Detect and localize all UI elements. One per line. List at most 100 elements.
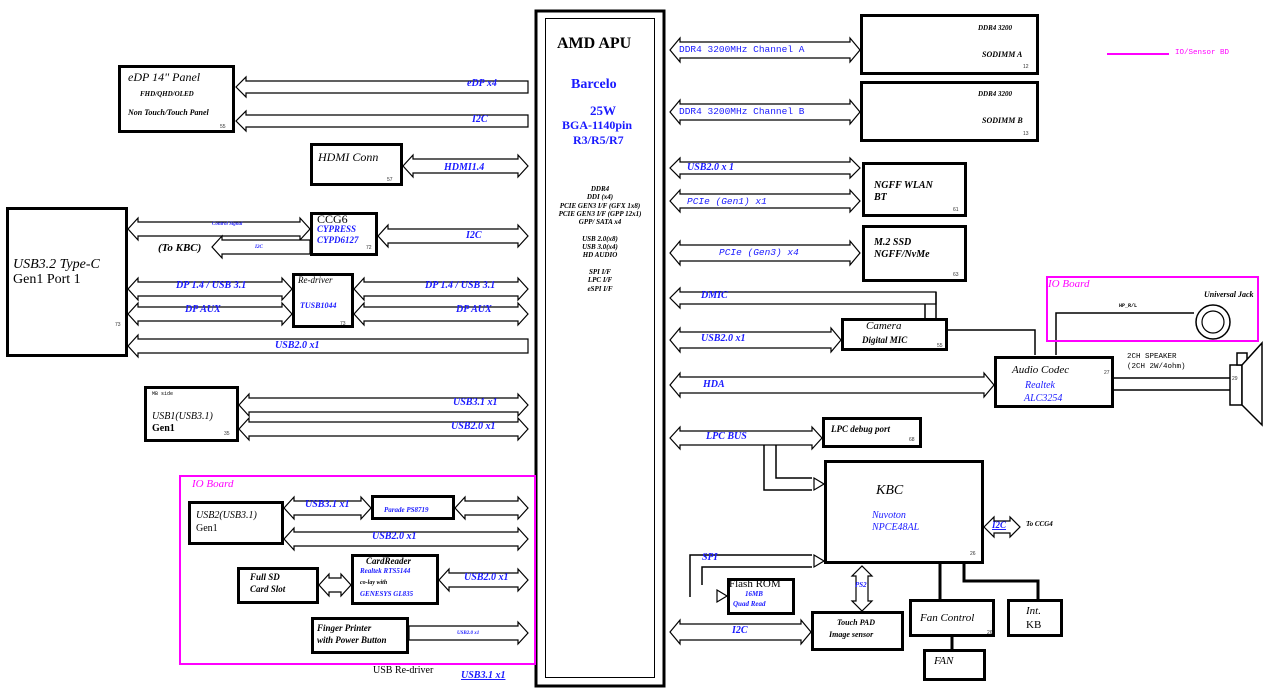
lpc-debug-block <box>822 417 922 448</box>
page-ref: 26 <box>987 630 993 636</box>
wlan-block <box>862 162 967 217</box>
ssd-block <box>862 225 967 282</box>
bus-label-usb1-20: USB2.0 x1 <box>451 421 496 432</box>
sodimm-b-name: SODIMM B <box>982 116 1023 125</box>
cardreader-part2: GENESYS GL835 <box>360 590 414 598</box>
hdmi-title: HDMI Conn <box>318 150 379 164</box>
page-ref: 12 <box>1023 64 1029 70</box>
apu-feature: LPC I/F <box>587 276 613 285</box>
page-ref: 61 <box>953 207 959 213</box>
finger-title2: with Power Button <box>317 635 387 645</box>
bus-arrow-tp-i2c <box>669 618 812 646</box>
bus-label-cardreader: USB2.0 x1 <box>464 572 509 583</box>
bus-label-redriver-usb31: USB3.1 x1 <box>461 670 506 681</box>
to-ccg4-label: To CCG4 <box>1026 520 1053 528</box>
bus-label-wlan-usb: USB2.0 x 1 <box>687 162 734 173</box>
bus-arrow-hdmi <box>402 153 529 179</box>
apu-feature: HD AUDIO <box>582 251 618 260</box>
int-kb-block <box>1007 599 1063 637</box>
bus-label-hdmi: HDMI1.4 <box>444 162 485 173</box>
page-ref: 72 <box>366 245 372 251</box>
apu-feature: USB 2.0(x8) <box>582 234 618 243</box>
usb1-note: MB side <box>152 391 174 397</box>
bus-label-kbc-i2c: I2C <box>992 520 1007 530</box>
sodimm-a-speed: DDR4 3200 <box>978 24 1013 32</box>
apu-feature: GPP/ SATA x4 <box>578 218 622 227</box>
page-ref: 73 <box>115 322 121 328</box>
bus-label-dp-right: DP 1.4 / USB 3.1 <box>425 280 496 291</box>
bus-arrow-ddr-a <box>669 36 861 64</box>
usb2-title: USB2(USB3.1) <box>196 510 257 521</box>
universal-jack-label: Universal Jack <box>1204 290 1254 299</box>
sd-title: Full SD <box>250 572 280 582</box>
bus-arrow-aux-left <box>127 301 293 327</box>
arrowhead-spi-kbc <box>813 553 826 569</box>
apu-feature: SPI I/F <box>589 267 611 276</box>
arrowhead-lpc-kbc <box>813 476 826 492</box>
hdmi-block <box>310 143 403 186</box>
flash-rom-block <box>727 578 795 615</box>
touchpad-title2: Image sensor <box>829 630 874 639</box>
ccg-part: CYPD6127 <box>317 235 359 245</box>
usb1-block <box>144 386 239 442</box>
cardreader-title: CardReader <box>366 556 411 566</box>
apu-feature <box>547 260 653 268</box>
typec-title2: Gen1 Port 1 <box>13 272 81 287</box>
io-board-label-left: IO Board <box>192 478 234 490</box>
intkb-title2: KB <box>1026 619 1042 631</box>
wlan-title2: BT <box>874 192 887 203</box>
bus-arrow-usb2-20 <box>283 526 529 552</box>
apu-tdp: 25W <box>590 103 616 118</box>
bus-arrow-edp-i2c <box>235 109 529 133</box>
bus-label-edp-i2c: I2C <box>472 114 488 125</box>
redriver-part: TUSB1044 <box>300 301 337 310</box>
codec-vendor: Realtek <box>1025 380 1055 391</box>
bus-arrow-wlan-pcie <box>669 188 861 214</box>
ccg-vendor: CYPRESS <box>317 224 357 234</box>
apu-codename: Barcelo <box>571 77 617 92</box>
edp-subtitle2: Non Touch/Touch Panel <box>128 108 209 117</box>
bus-arrow-usb1-20 <box>238 416 529 442</box>
page-ref: 68 <box>909 437 915 443</box>
bus-arrow-dp-left <box>127 276 293 302</box>
camera-title2: Digital MIC <box>862 335 908 345</box>
apu-feature <box>547 226 653 234</box>
usb-redriver-note: USB Re-driver <box>373 665 434 676</box>
bus-label-dp-left: DP 1.4 / USB 3.1 <box>176 280 247 291</box>
kbc-title: KBC <box>876 483 904 498</box>
bus-label-spi: SPI <box>702 552 718 563</box>
bus-label-usb2-20: USB2.0 x1 <box>372 531 417 542</box>
bus-arrow-kbc-i2c <box>983 515 1021 539</box>
page-ref: 55 <box>220 124 226 130</box>
bus-label-ddr-b: DDR4 3200MHz Channel B <box>679 106 805 117</box>
arrowhead-spi-flash <box>716 588 729 604</box>
hp-label: HP_R/L <box>1119 303 1138 309</box>
fan-control-title: Fan Control <box>920 612 975 624</box>
bus-label-ssd: PCIe (Gen3) x4 <box>719 247 799 258</box>
ssd-title: M.2 SSD <box>874 237 912 248</box>
kbc-block <box>824 460 984 564</box>
ccg-title: CCG6 <box>317 212 348 226</box>
camera-title: Camera <box>866 320 902 332</box>
apu-feature: USB 3.0(x4) <box>582 243 618 252</box>
apu-title: AMD APU <box>557 35 632 52</box>
sodimm-b-speed: DDR4 3200 <box>978 90 1013 98</box>
to-kbc-label: (To KBC) <box>158 242 202 254</box>
edp-title: eDP 14" Panel <box>128 70 201 84</box>
bus-label-dmic: DMIC <box>701 290 728 301</box>
parade-block <box>371 495 455 520</box>
sodimm-a-name: SODIMM A <box>982 50 1023 59</box>
redriver-title: Re-driver <box>298 275 333 285</box>
bus-arrow-edp <box>235 75 529 99</box>
camera-codec-line <box>948 329 1036 355</box>
bus-label-edp: eDP x4 <box>467 78 497 89</box>
bus-arrow-typec-usb2 <box>127 333 529 359</box>
typec-port-block <box>6 207 128 357</box>
typec-title: USB3.2 Type-C <box>13 257 100 272</box>
page-ref: 55 <box>937 343 943 349</box>
apu-feature: PCIE GEN3 I/F (GFX 1x8) <box>559 201 641 210</box>
bus-arrow-ps2 <box>850 565 874 612</box>
camera-block <box>841 318 948 351</box>
fan-block <box>923 649 986 681</box>
